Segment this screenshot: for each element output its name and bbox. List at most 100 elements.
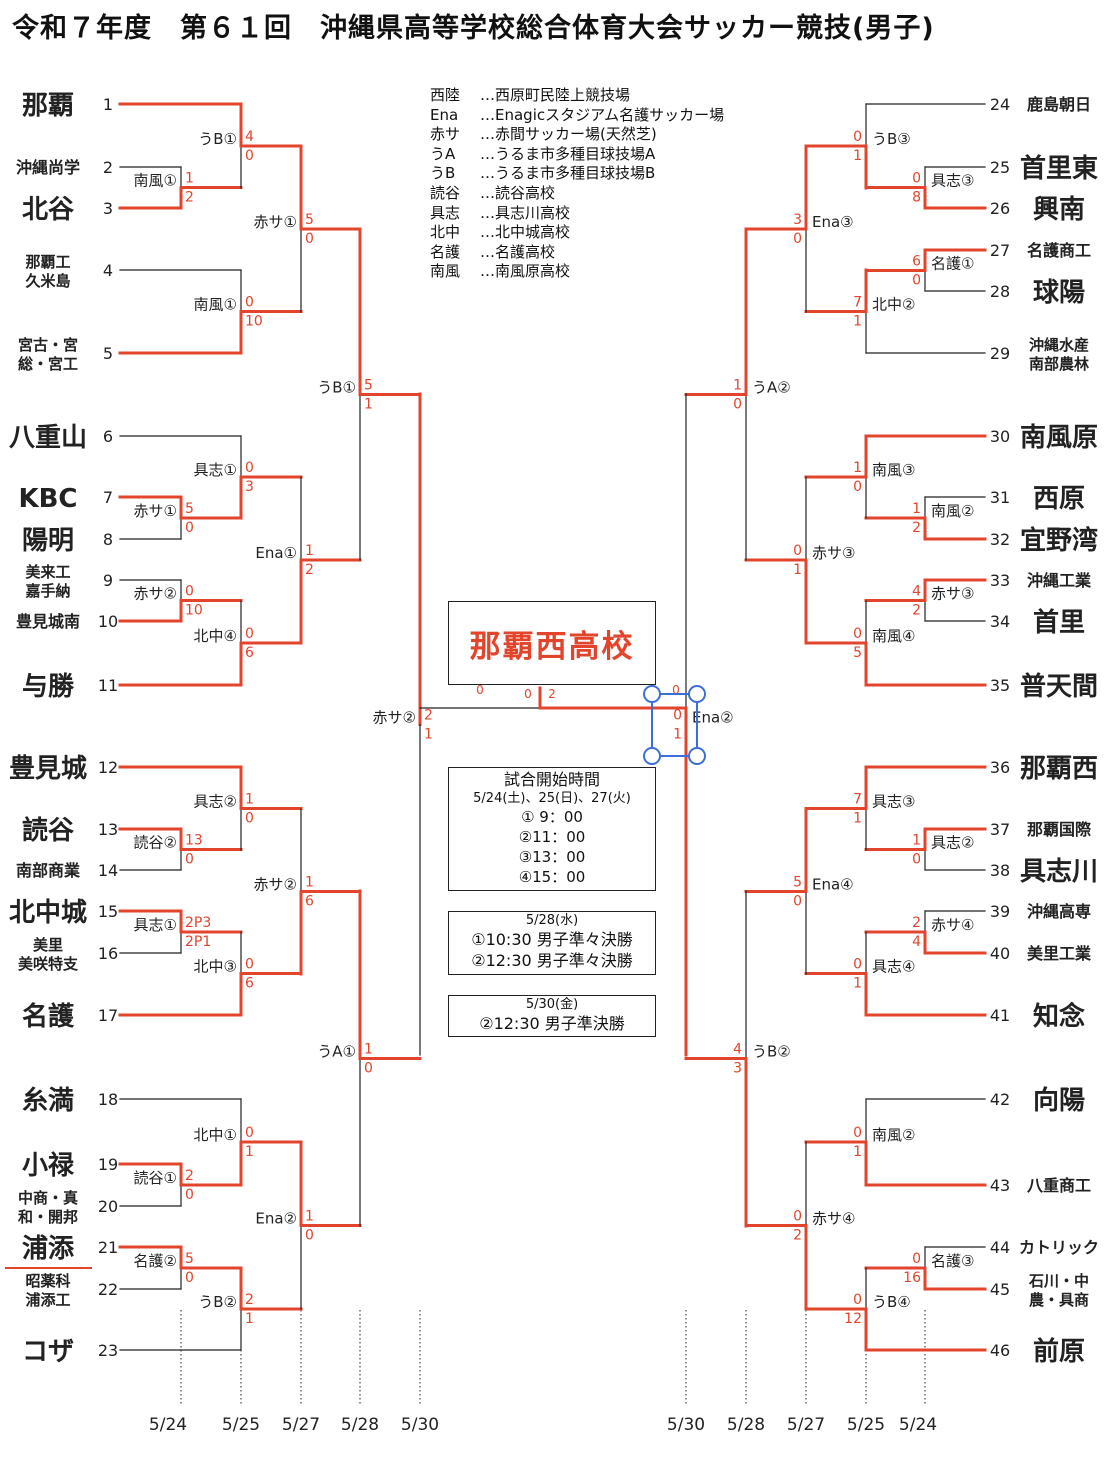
- match-venue: 具志③: [931, 172, 974, 190]
- match-venue: 具志①: [194, 461, 237, 479]
- match-venue: 南風④: [872, 627, 915, 645]
- match-score: 6: [305, 894, 314, 910]
- seed-number: 5: [103, 344, 113, 363]
- match-venue: 具志①: [134, 916, 177, 934]
- legend-abbr: うA: [430, 144, 456, 163]
- match-venue: Ena③: [812, 213, 854, 231]
- seed-number: 27: [990, 241, 1010, 260]
- team-name: 向陽: [1033, 1085, 1085, 1116]
- match-score: 1: [733, 378, 742, 394]
- team-name: 久米島: [25, 272, 70, 290]
- match-score: 0: [912, 273, 921, 289]
- match-score: 2: [424, 708, 433, 724]
- match-score: 0: [364, 1061, 373, 1077]
- team-name: 那覇工: [25, 253, 70, 271]
- match-score: 3: [793, 212, 802, 228]
- match-score: 0: [245, 811, 254, 827]
- seed-number: 31: [990, 488, 1010, 507]
- team-name: 沖縄工業: [1027, 571, 1092, 590]
- match-venue: 赤サ①: [254, 213, 297, 231]
- schedule-dates: 5/24(土)、25(日)、27(火): [473, 791, 631, 806]
- round-date-label: 5/24: [149, 1415, 187, 1435]
- match-venue: うB③: [872, 130, 911, 148]
- seed-number: 17: [98, 1006, 118, 1025]
- match-score: 1: [853, 976, 862, 992]
- match-venue: 南風②: [872, 1126, 915, 1144]
- legend-row: うA…うるま市多種目球技場A: [430, 145, 724, 165]
- semifinal-box: 5/30(金) ②12:30 男子準決勝: [448, 995, 656, 1037]
- match-venue: Ena②: [255, 1210, 297, 1228]
- match-venue: 南風②: [931, 502, 974, 520]
- match-score: 1: [245, 792, 254, 808]
- team-name: 糸満: [22, 1086, 74, 1116]
- match-venue: 名護②: [134, 1252, 177, 1270]
- match-score: 0: [853, 626, 862, 642]
- team-name: 宜野湾: [1020, 525, 1098, 556]
- team-name: 西原: [1033, 484, 1085, 514]
- legend-venue: …うるま市多種目球技場B: [480, 164, 656, 183]
- match-score: 0: [793, 894, 802, 910]
- team-name: 普天間: [1020, 671, 1098, 702]
- round-date-label: 5/24: [899, 1415, 937, 1435]
- match-score: 2: [185, 190, 194, 206]
- team-name: 美里: [33, 936, 63, 954]
- page-title: 令和７年度 第６１回 沖縄県高等学校総合体育大会サッカー競技(男子): [12, 13, 935, 44]
- legend-venue: …南風原高校: [480, 262, 571, 281]
- quarterfinal-line: ①10:30 男子準々決勝: [471, 930, 633, 949]
- team-name: 具志川: [1020, 857, 1098, 887]
- legend-abbr: 読谷: [430, 183, 461, 202]
- match-score: 4: [912, 584, 921, 600]
- final-score: 0: [524, 687, 532, 701]
- match-venue: 赤サ②: [254, 876, 297, 894]
- team-name: 美咲特支: [18, 955, 79, 973]
- match-score: 5: [185, 1251, 194, 1267]
- team-name: 浦添: [22, 1233, 75, 1264]
- team-name: コザ: [22, 1337, 74, 1367]
- match-score: 0: [185, 852, 194, 868]
- match-venue: 具志③: [872, 793, 915, 811]
- match-venue: 赤サ③: [812, 544, 855, 562]
- team-name: 知念: [1033, 1001, 1085, 1032]
- match-venue: 具志④: [872, 958, 915, 976]
- match-score: 0: [185, 1187, 194, 1203]
- match-score: 2: [912, 603, 921, 619]
- match-score: 2: [912, 520, 921, 536]
- selection-handle: [688, 747, 706, 765]
- match-venue: 北中①: [194, 1126, 237, 1144]
- legend-abbr: 赤サ: [430, 125, 461, 144]
- team-name: 石川・中: [1028, 1272, 1089, 1290]
- match-score: 16: [903, 1270, 921, 1286]
- team-name: 那覇国際: [1027, 820, 1092, 839]
- team-name: 中商・真: [18, 1189, 78, 1207]
- team-name: KBC: [18, 484, 77, 514]
- match-score: 5: [305, 212, 314, 228]
- legend-row: 具志…具志川高校: [430, 204, 724, 224]
- match-score: 1: [364, 1042, 373, 1058]
- seed-number: 42: [990, 1090, 1010, 1109]
- quarterfinal-line: ②12:30 男子準々決勝: [471, 951, 633, 970]
- match-score: 1: [185, 171, 194, 187]
- seed-number: 23: [98, 1341, 118, 1360]
- seed-number: 13: [98, 820, 118, 839]
- match-score: 0: [245, 626, 254, 642]
- team-name: 農・具商: [1029, 1291, 1089, 1309]
- match-venue: 読谷②: [134, 834, 177, 852]
- match-score: 0: [912, 852, 921, 868]
- team-name: 読谷: [22, 815, 75, 846]
- round-date-label: 5/27: [787, 1415, 825, 1435]
- match-venue: 南風①: [134, 172, 177, 190]
- legend-venue: …西原町民陸上競技場: [480, 86, 631, 104]
- match-score: 1: [853, 148, 862, 164]
- team-name: 与勝: [22, 672, 75, 702]
- match-score: 1: [912, 501, 921, 517]
- match-venue: うA①: [317, 1043, 356, 1061]
- final-score: 0: [476, 683, 484, 697]
- match-venue: うB①: [198, 130, 237, 148]
- seed-number: 18: [98, 1090, 118, 1109]
- seed-number: 33: [990, 571, 1010, 590]
- team-name: カトリック: [1019, 1238, 1099, 1257]
- match-score: 2: [185, 1168, 194, 1184]
- match-venue: うB②: [752, 1043, 791, 1061]
